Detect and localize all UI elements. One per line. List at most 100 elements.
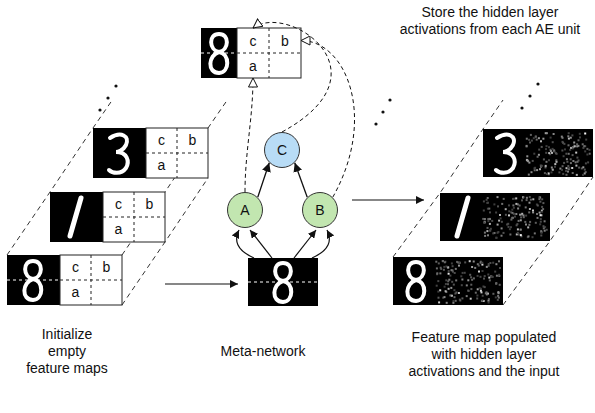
digit-image — [93, 128, 146, 178]
activation-dot — [585, 139, 587, 141]
activation-dot — [569, 149, 571, 151]
activation-dot — [573, 142, 575, 144]
activation-dot — [509, 234, 511, 236]
activation-dot — [435, 261, 437, 263]
activation-dot — [570, 137, 572, 139]
activation-dot — [548, 146, 550, 148]
activation-dot — [478, 271, 480, 273]
activation-dot — [468, 290, 470, 292]
activation-dot — [562, 165, 564, 167]
populated-feature-map — [393, 257, 503, 305]
activation-dot — [497, 295, 499, 297]
activation-dot — [439, 272, 441, 274]
activation-dot — [453, 284, 455, 286]
activation-dot — [492, 232, 494, 234]
activation-dot — [489, 223, 491, 225]
activation-dot — [546, 145, 548, 147]
split-line — [201, 53, 237, 54]
node-text: C — [277, 142, 287, 158]
activation-dot — [484, 218, 486, 220]
digit — [407, 262, 424, 301]
populated-feature-map — [440, 193, 550, 241]
activation-dot — [518, 220, 520, 222]
activation-dot — [486, 266, 488, 268]
activation-dot — [544, 172, 546, 174]
activation-dot — [495, 283, 497, 285]
activation-dot — [552, 169, 554, 171]
activation-dot — [466, 295, 468, 297]
feature-grid — [237, 28, 301, 78]
activation-dot — [487, 274, 489, 276]
activation-dot — [562, 141, 564, 143]
activation-dot — [554, 166, 556, 168]
activation-dot — [499, 284, 501, 286]
network-arrow — [295, 163, 308, 198]
activation-dot — [451, 269, 453, 271]
activation-dot — [546, 132, 548, 134]
activation-dot — [508, 214, 510, 216]
activation-dot — [537, 217, 539, 219]
activation-dot — [448, 288, 450, 290]
activation-dot — [526, 197, 528, 199]
activation-dot — [512, 204, 514, 206]
activation-dot — [516, 224, 518, 226]
activation-dot — [528, 211, 530, 213]
activation-dot — [470, 288, 472, 290]
activation-dot — [565, 170, 567, 172]
node-text: c — [250, 33, 257, 49]
activation-dot — [570, 158, 572, 160]
activation-dot — [571, 167, 573, 169]
annotation-text: Store the hidden layer activations from … — [398, 4, 582, 38]
activation-dot — [528, 162, 530, 164]
activation-dot — [525, 206, 527, 208]
activation-dot — [458, 292, 460, 294]
activation-dot — [451, 281, 453, 283]
activation-dot — [497, 232, 499, 234]
activation-dot — [467, 279, 469, 281]
activation-dot — [498, 274, 500, 276]
activation-dot — [488, 298, 490, 300]
feature-grid — [60, 255, 122, 305]
activation-dot — [538, 154, 540, 156]
activation-dot — [570, 147, 572, 149]
activation-dot — [483, 200, 485, 202]
activation-dot — [566, 167, 568, 169]
activation-dot — [513, 213, 515, 215]
activation-dot — [530, 134, 532, 136]
activation-dot — [451, 262, 453, 264]
caption-text: Initialize empty feature maps — [26, 326, 108, 377]
activation-dot — [525, 224, 527, 226]
activation-dot — [555, 152, 557, 154]
activation-dot — [461, 297, 463, 299]
activation-dot — [572, 154, 574, 156]
activation-dot — [527, 236, 529, 238]
activation-dot — [459, 262, 461, 264]
cell-label: b — [134, 192, 165, 217]
network-arrow — [258, 163, 270, 198]
activation-dot — [522, 196, 524, 198]
input-arrows — [237, 230, 330, 258]
activation-dot — [535, 136, 537, 138]
activation-dot — [444, 296, 446, 298]
caption-text: Feature map populated with hidden layer … — [406, 329, 562, 380]
activation-dot — [464, 272, 466, 274]
activation-dot — [486, 199, 488, 201]
activation-dot — [564, 148, 566, 150]
activation-dot — [482, 295, 484, 297]
activation-dot — [579, 133, 581, 135]
activation-dot — [508, 226, 510, 228]
activation-dot — [458, 265, 460, 267]
activation-dot — [568, 153, 570, 155]
activation-dot — [523, 214, 525, 216]
stack-edges — [7, 99, 228, 305]
activation-dot — [567, 135, 569, 137]
activation-dot — [544, 220, 546, 222]
activation-dot — [561, 169, 563, 171]
activation-dot — [482, 299, 484, 301]
digit — [210, 34, 227, 73]
activation-dot — [551, 167, 553, 169]
activation-dot — [589, 153, 591, 155]
activation-dot — [568, 144, 570, 146]
activation-dot — [526, 146, 528, 148]
activation-dot — [515, 213, 517, 215]
